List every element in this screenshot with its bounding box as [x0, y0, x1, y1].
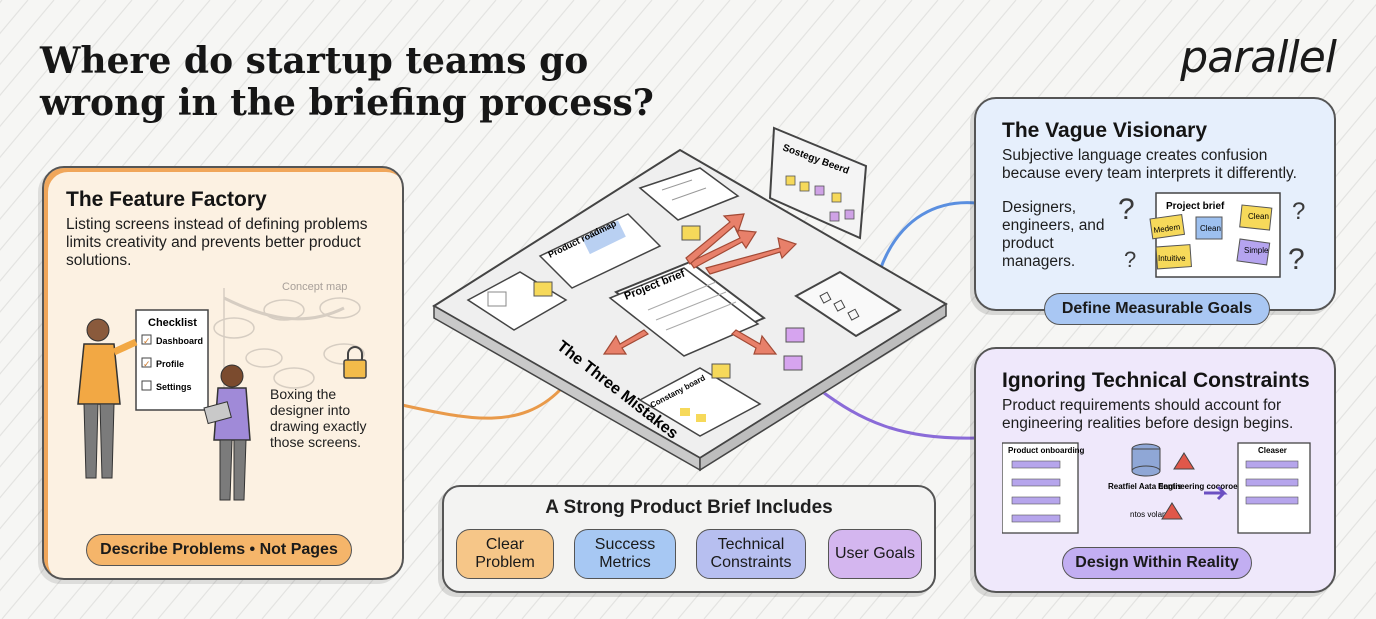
- question-mark-icon: ?: [1292, 198, 1305, 225]
- connector-orange: [401, 388, 562, 420]
- warning-icon: [1161, 502, 1183, 520]
- checklist-item-settings: Settings: [156, 382, 192, 392]
- question-mark-icon: ?: [1118, 193, 1135, 226]
- wireframe-doc-top: [638, 167, 740, 221]
- person-manager-icon: [77, 318, 138, 479]
- connector-purple: [819, 388, 977, 440]
- background-line: [0, 0, 185, 220]
- technical-illustration: Product onboarding Reatfiel Aata flentis…: [1002, 442, 1311, 534]
- background-line: [1275, 499, 1376, 619]
- background-line: [0, 0, 263, 313]
- vague-visionary-card: The Vague Visionary Subjective language …: [974, 97, 1336, 325]
- vague-brief-title: Project brief: [1166, 201, 1225, 212]
- svg-text:Medem: Medem: [1153, 222, 1181, 235]
- background-line: [1249, 468, 1376, 619]
- brief-item-technical-constraints: Technical Constraints: [696, 529, 806, 579]
- database-icon: [1131, 443, 1161, 477]
- middle-label-2: ntos volams: [1130, 510, 1173, 519]
- vague-visionary-heading: The Vague Visionary: [1002, 119, 1208, 142]
- connector-blue: [878, 201, 977, 271]
- background-line: [0, 0, 289, 344]
- describe-problems-pill: Describe Problems • Not Pages: [86, 534, 352, 566]
- middle-label-0: Reatfiel Aata flentis: [1108, 482, 1182, 491]
- parallel-logo: parallel: [1180, 32, 1337, 83]
- technical-constraints-card: Ignoring Technical Constraints Product r…: [974, 347, 1336, 593]
- brief-item-user-goals: User Goals: [828, 529, 922, 579]
- svg-text:Clean: Clean: [1248, 212, 1269, 221]
- design-within-reality-pill: Design Within Reality: [1062, 547, 1252, 579]
- clipboard-doc: [794, 270, 902, 338]
- warning-icon: [1173, 452, 1195, 470]
- question-mark-icon: ?: [1124, 247, 1136, 272]
- define-goals-pill: Define Measurable Goals: [1044, 293, 1270, 325]
- checklist-title: Checklist: [148, 317, 197, 329]
- feature-factory-description: Listing screens instead of defining prob…: [66, 216, 368, 269]
- strategy-board: Sostegy Beerd: [768, 126, 868, 240]
- brief-item-clear-problem: Clear Problem: [456, 529, 554, 579]
- question-mark-icon: ?: [1288, 243, 1305, 276]
- checklist-item-dashboard: Dashboard: [156, 336, 203, 346]
- background-line: [0, 0, 133, 159]
- boxing-text: Boxing the designer into drawing exactly…: [270, 386, 367, 450]
- strong-brief-heading: A Strong Product Brief Includes: [545, 497, 833, 518]
- background-line: [0, 0, 237, 282]
- background-line: [0, 0, 211, 251]
- technical-heading: Ignoring Technical Constraints: [1002, 369, 1310, 392]
- board-edge-right: [699, 302, 947, 472]
- technical-description: Product requirements should account for …: [1002, 397, 1294, 432]
- feature-factory-heading: The Feature Factory: [66, 188, 267, 211]
- vague-brief-illustration: ? ? ? ? Project brief Medem Clean Clean …: [1118, 192, 1305, 278]
- svg-text:✓: ✓: [143, 336, 151, 346]
- checklist-item-profile: Profile: [156, 359, 184, 369]
- background-line: [0, 0, 107, 128]
- svg-text:✓: ✓: [143, 359, 151, 369]
- background-line: [0, 0, 159, 190]
- concept-map-label: Concept map: [282, 281, 347, 293]
- roles-text: Designers, engineers, and product manage…: [1002, 199, 1105, 270]
- brief-item-success-metrics: Success Metrics: [574, 529, 676, 579]
- strong-brief-card: A Strong Product Brief Includes Clear Pr…: [442, 485, 936, 593]
- svg-text:Intuitive: Intuitive: [1158, 254, 1186, 263]
- onboarding-label: Product onboarding: [1008, 446, 1085, 455]
- right-label: Cleaser: [1258, 446, 1287, 455]
- vague-visionary-description: Subjective language creates confusion be…: [1002, 147, 1297, 182]
- svg-text:Clean: Clean: [1200, 224, 1221, 233]
- feature-factory-card: The Feature Factory Listing screens inst…: [42, 166, 404, 580]
- middle-label-1: Engineering cocoroenity: [1158, 482, 1252, 491]
- person-designer-icon: [203, 364, 251, 501]
- project-brief-doc: Project brief: [608, 260, 766, 357]
- feature-factory-illustration: Concept map Checklist ✓ Dashboard ✓ Prof…: [77, 281, 367, 501]
- page-title: Where do startup teams go wrong in the b…: [40, 40, 654, 124]
- lock-icon: [343, 346, 367, 379]
- arrows: [602, 213, 798, 355]
- svg-text:Simple: Simple: [1244, 246, 1269, 255]
